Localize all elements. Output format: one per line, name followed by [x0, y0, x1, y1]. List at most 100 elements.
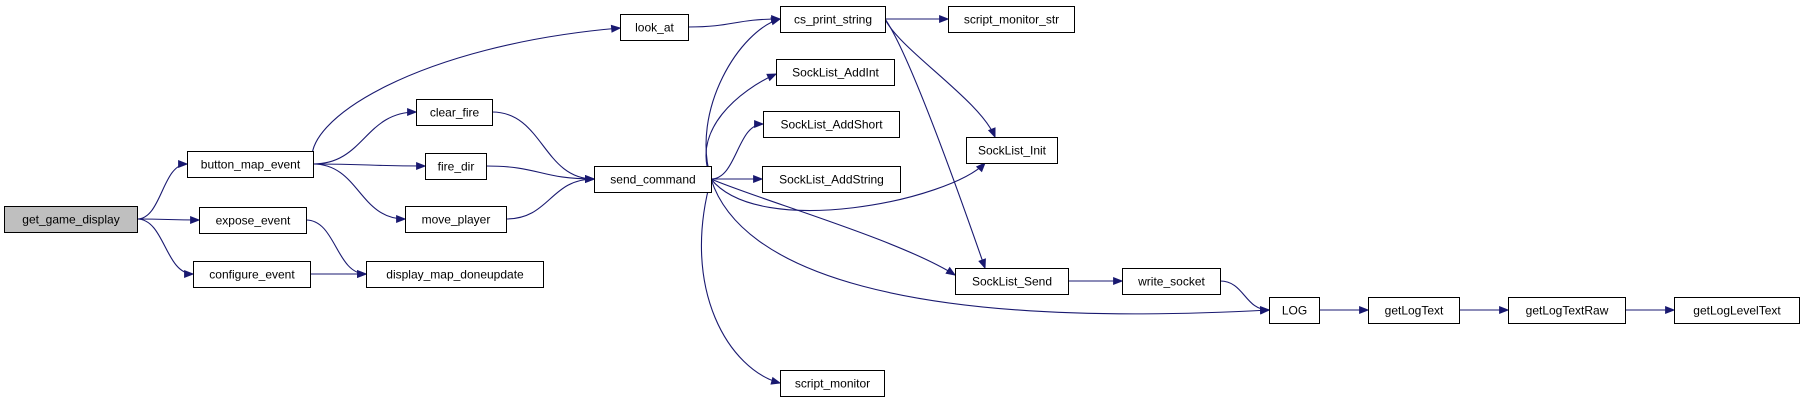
arrow-head [939, 14, 950, 24]
edge-expose_event-to-display_map_doneupdate [305, 219, 368, 279]
node-label: button_map_event [201, 158, 301, 172]
arrow-head [1499, 305, 1510, 315]
node-label: fire_dir [438, 160, 475, 174]
edge-button_map_event-to-clear_fire [312, 107, 418, 165]
edge-button_map_event-to-look_at [311, 24, 622, 165]
arrow-head [1359, 305, 1370, 315]
node-label: getLogTextRaw [1526, 304, 1609, 318]
node-label: cs_print_string [794, 13, 872, 27]
edge-write_socket-to-LOG [1219, 280, 1271, 315]
node-box[interactable] [955, 268, 1069, 295]
arrow-head [770, 17, 782, 26]
arrow-head [416, 161, 427, 171]
node-SockList_AddShort[interactable]: SockList_AddShort [763, 111, 900, 138]
node-box[interactable] [780, 6, 886, 33]
arrow-head [978, 258, 986, 270]
edge-LOG-to-getLogText [1319, 305, 1370, 315]
arrow-head [754, 119, 765, 129]
node-cs_print_string[interactable]: cs_print_string [780, 6, 886, 33]
node-configure_event[interactable]: configure_event [193, 261, 311, 288]
arrow-head [190, 215, 201, 225]
arrow-head [184, 269, 195, 279]
node-label: script_monitor [795, 377, 870, 391]
node-box[interactable] [416, 99, 493, 126]
arrow-head [610, 24, 622, 33]
edge-get_game_display-to-expose_event [136, 215, 201, 225]
node-box[interactable] [1368, 297, 1460, 324]
node-box[interactable] [776, 59, 895, 86]
node-fire_dir[interactable]: fire_dir [425, 153, 487, 180]
node-box[interactable] [193, 261, 311, 288]
node-box[interactable] [763, 111, 900, 138]
node-box[interactable] [366, 261, 544, 288]
node-get_game_display[interactable]: get_game_display [4, 206, 138, 233]
arrow-head [1113, 276, 1124, 286]
edge-send_command-to-cs_print_string [705, 17, 782, 180]
node-box[interactable] [1508, 297, 1626, 324]
node-label: look_at [635, 21, 674, 35]
node-send_command[interactable]: send_command [594, 166, 712, 193]
node-getLogLevelText[interactable]: getLogLevelText [1674, 297, 1800, 324]
arrow-head [945, 266, 957, 276]
arrow-head [766, 73, 778, 82]
edge-fire_dir-to-send_command [485, 165, 596, 184]
edge-getLogText-to-getLogTextRaw [1459, 305, 1510, 315]
node-label: getLogText [1385, 304, 1444, 318]
node-box[interactable] [620, 14, 689, 41]
node-label: SockList_Init [978, 144, 1047, 158]
node-write_socket[interactable]: write_socket [1122, 268, 1221, 295]
node-box[interactable] [4, 206, 138, 233]
arrow-head [1665, 305, 1676, 315]
arrow-head [178, 159, 189, 169]
node-box[interactable] [1269, 297, 1320, 324]
node-box[interactable] [762, 166, 901, 193]
node-LOG[interactable]: LOG [1269, 297, 1320, 324]
node-box[interactable] [1122, 268, 1221, 295]
edge-send_command-to-SockList_AddString [711, 174, 764, 184]
node-getLogTextRaw[interactable]: getLogTextRaw [1508, 297, 1626, 324]
node-label: clear_fire [430, 106, 480, 120]
edge-SockList_Send-to-write_socket [1068, 276, 1124, 286]
edge-button_map_event-to-fire_dir [312, 161, 427, 171]
edge-cs_print_string-to-SockList_Init [884, 18, 996, 139]
node-box[interactable] [187, 151, 314, 178]
node-box[interactable] [425, 153, 487, 180]
edge-move_player-to-send_command [505, 174, 596, 220]
node-box[interactable] [1674, 297, 1800, 324]
arrow-head [1260, 305, 1271, 315]
node-SockList_AddString[interactable]: SockList_AddString [762, 166, 901, 193]
node-label: SockList_AddShort [780, 118, 883, 132]
node-SockList_Init[interactable]: SockList_Init [966, 137, 1058, 164]
edge-get_game_display-to-configure_event [136, 218, 195, 279]
node-box[interactable] [780, 370, 885, 397]
node-box[interactable] [948, 6, 1075, 33]
node-expose_event[interactable]: expose_event [199, 207, 307, 234]
node-box[interactable] [199, 207, 307, 234]
arrow-head [585, 174, 596, 184]
node-label: write_socket [1137, 275, 1205, 289]
arrow-head [753, 174, 764, 184]
node-look_at[interactable]: look_at [620, 14, 689, 41]
arrow-head [987, 127, 996, 139]
arrow-head [396, 214, 407, 224]
edge-send_command-to-SockList_Init [710, 162, 986, 212]
edge-send_command-to-script_monitor [700, 178, 782, 385]
node-getLogText[interactable]: getLogText [1368, 297, 1460, 324]
node-SockList_Send[interactable]: SockList_Send [955, 268, 1069, 295]
node-SockList_AddInt[interactable]: SockList_AddInt [776, 59, 895, 86]
node-box[interactable] [594, 166, 712, 193]
edge-cs_print_string-to-SockList_Send [884, 18, 986, 270]
node-box[interactable] [966, 137, 1058, 164]
node-script_monitor_str[interactable]: script_monitor_str [948, 6, 1075, 33]
node-clear_fire[interactable]: clear_fire [416, 99, 493, 126]
node-script_monitor[interactable]: script_monitor [780, 370, 885, 397]
edge-get_game_display-to-button_map_event [136, 159, 189, 220]
node-label: getLogLevelText [1693, 304, 1781, 318]
node-move_player[interactable]: move_player [405, 206, 507, 233]
node-box[interactable] [405, 206, 507, 233]
node-display_map_doneupdate[interactable]: display_map_doneupdate [366, 261, 544, 288]
arrow-head [770, 376, 782, 385]
node-button_map_event[interactable]: button_map_event [187, 151, 314, 178]
node-label: send_command [610, 173, 695, 187]
